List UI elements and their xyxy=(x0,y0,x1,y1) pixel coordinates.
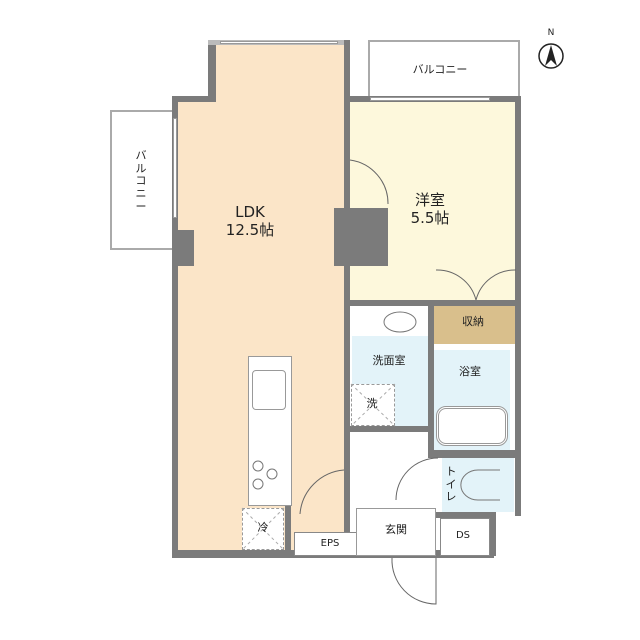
kitchen-counter xyxy=(248,356,292,506)
wall xyxy=(334,208,388,266)
wall xyxy=(350,426,430,432)
storage-label: 収納 xyxy=(462,315,484,328)
compass-label: N xyxy=(547,28,555,38)
wall xyxy=(350,300,520,306)
entrance-label: 玄関 xyxy=(385,523,407,536)
sink xyxy=(252,370,286,410)
room-storage xyxy=(432,306,516,344)
wash-basin xyxy=(352,306,428,336)
wall xyxy=(172,96,178,558)
balcony-left xyxy=(110,110,176,250)
bathtub xyxy=(436,406,508,446)
western-name: 洋室 xyxy=(414,191,445,209)
wall xyxy=(436,512,496,518)
bathroom-label: 浴室 xyxy=(459,365,481,378)
fridge-label: 冷 xyxy=(257,521,269,534)
room-western xyxy=(350,100,515,300)
western-size: 5.5帖 xyxy=(410,209,450,227)
wall xyxy=(172,96,212,102)
ds-box xyxy=(440,518,490,556)
wall xyxy=(428,300,434,450)
room-ldk xyxy=(214,44,344,104)
balcony-top-label: バルコニー xyxy=(412,63,468,76)
ldk-size: 12.5帖 xyxy=(225,221,275,239)
wall xyxy=(490,512,496,556)
wall xyxy=(515,96,521,516)
wall xyxy=(208,40,216,102)
window xyxy=(370,97,490,101)
wall xyxy=(344,40,350,548)
eps-label: EPS xyxy=(320,538,340,549)
ds-label: DS xyxy=(455,530,471,541)
wall xyxy=(428,450,518,458)
room-toilet xyxy=(442,458,514,512)
balcony-left-label: バルコニー xyxy=(135,149,147,213)
window xyxy=(173,118,177,218)
washer-label: 洗 xyxy=(366,397,378,410)
window xyxy=(220,41,338,44)
balcony-top xyxy=(368,40,520,100)
entrance xyxy=(356,508,436,556)
eps-box xyxy=(294,532,368,556)
ldk-name: LDK xyxy=(235,203,265,221)
toilet-label: トイレ xyxy=(445,465,457,504)
washroom-label: 洗面室 xyxy=(372,354,406,367)
wall xyxy=(172,230,194,266)
